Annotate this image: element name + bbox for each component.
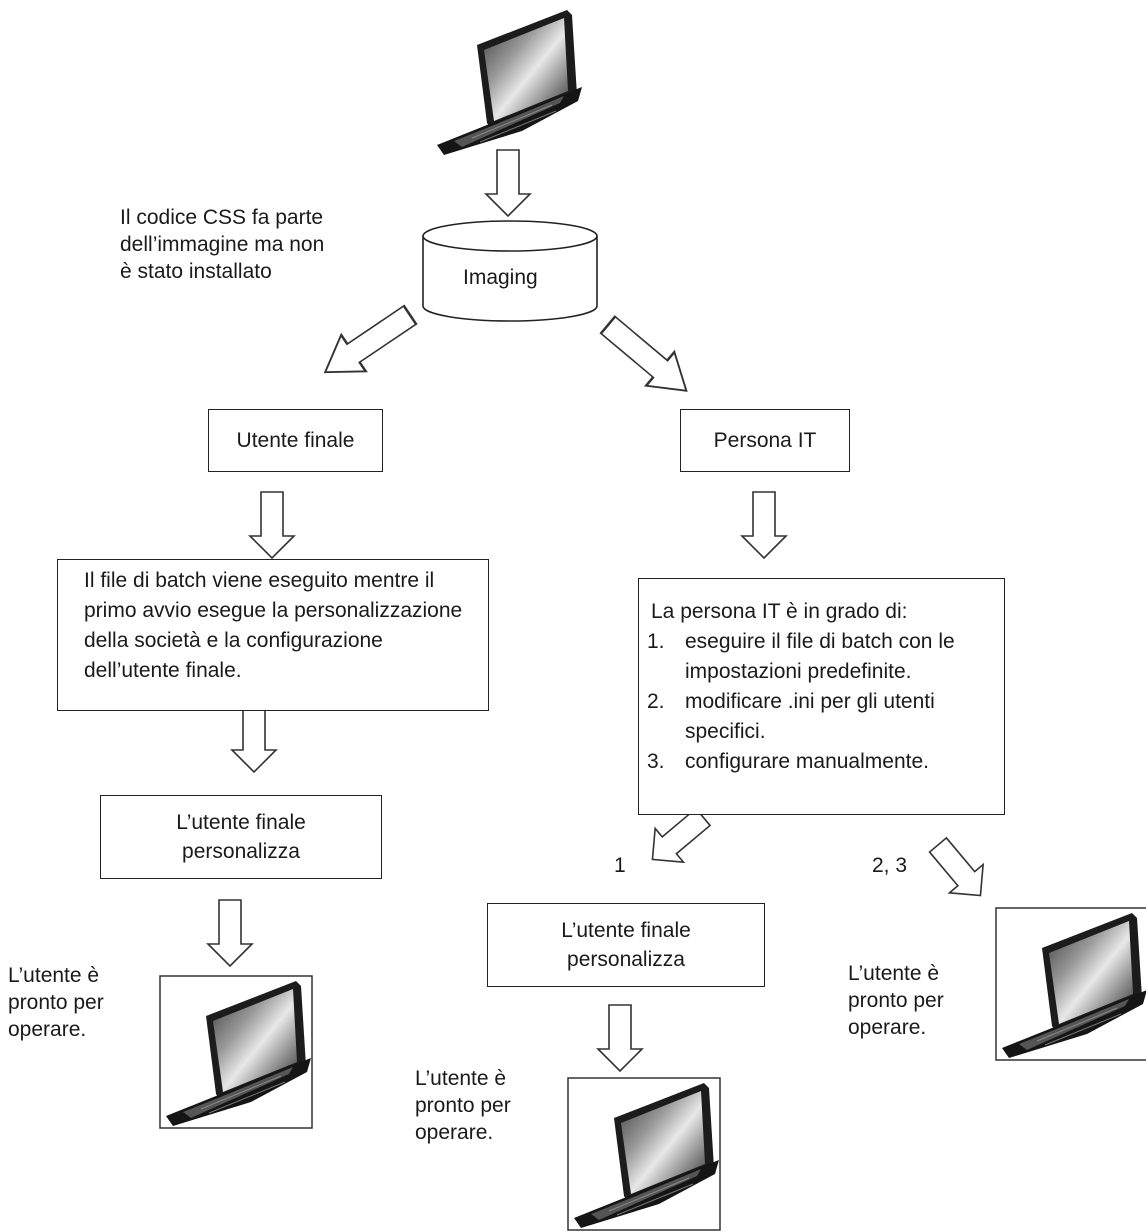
- list-item: 1. eseguire il file di batch con le impo…: [647, 630, 955, 683]
- arrow-down-left-icon: [311, 295, 424, 392]
- arrow-down-icon: [597, 1004, 643, 1072]
- laptop-icon: [436, 9, 583, 156]
- end-user-customize-label: L’utente finale personalizza: [561, 919, 691, 971]
- imaging-label: Imaging: [463, 266, 538, 289]
- path-label-1: 1: [614, 854, 626, 877]
- it-capabilities-box: La persona IT è in grado di: 1. eseguire…: [638, 578, 1005, 815]
- list-item: 3. configurare manualmente.: [647, 750, 929, 773]
- user-ready-text: L’utente è pronto per operare.: [8, 964, 104, 1041]
- arrow-down-right-icon: [592, 307, 702, 409]
- end-user-customize-box: L’utente finale personalizza: [487, 903, 765, 987]
- batch-description-box: Il file di batch viene eseguito mentre i…: [57, 559, 489, 711]
- end-user-customize-label: L’utente finale personalizza: [176, 811, 306, 863]
- imaging-note: Il codice CSS fa parte dell’immagine ma …: [120, 206, 325, 283]
- arrow-down-icon: [741, 491, 787, 559]
- arrow-down-right-icon: [920, 830, 999, 911]
- arrow-down-icon: [485, 149, 531, 217]
- database-cylinder-icon: [422, 220, 598, 322]
- list-item: 2. modificare .ini per gli utenti specif…: [647, 690, 935, 743]
- end-user-customize-box: L’utente finale personalizza: [100, 795, 382, 879]
- end-user-label: Utente finale: [236, 429, 355, 452]
- user-ready-text: L’utente è pronto per operare.: [415, 1067, 511, 1144]
- path-label-2-3: 2, 3: [872, 854, 908, 877]
- it-person-box: Persona IT: [680, 409, 850, 472]
- batch-description-text: Il file di batch viene eseguito mentre i…: [84, 569, 463, 682]
- it-capabilities-intro: La persona IT è in grado di:: [651, 600, 908, 623]
- user-ready-text: L’utente è pronto per operare.: [848, 962, 944, 1039]
- arrow-down-icon: [207, 899, 253, 967]
- it-person-label: Persona IT: [713, 429, 817, 452]
- arrow-down-icon: [231, 705, 277, 773]
- end-user-box: Utente finale: [208, 409, 383, 472]
- arrow-down-icon: [249, 491, 295, 559]
